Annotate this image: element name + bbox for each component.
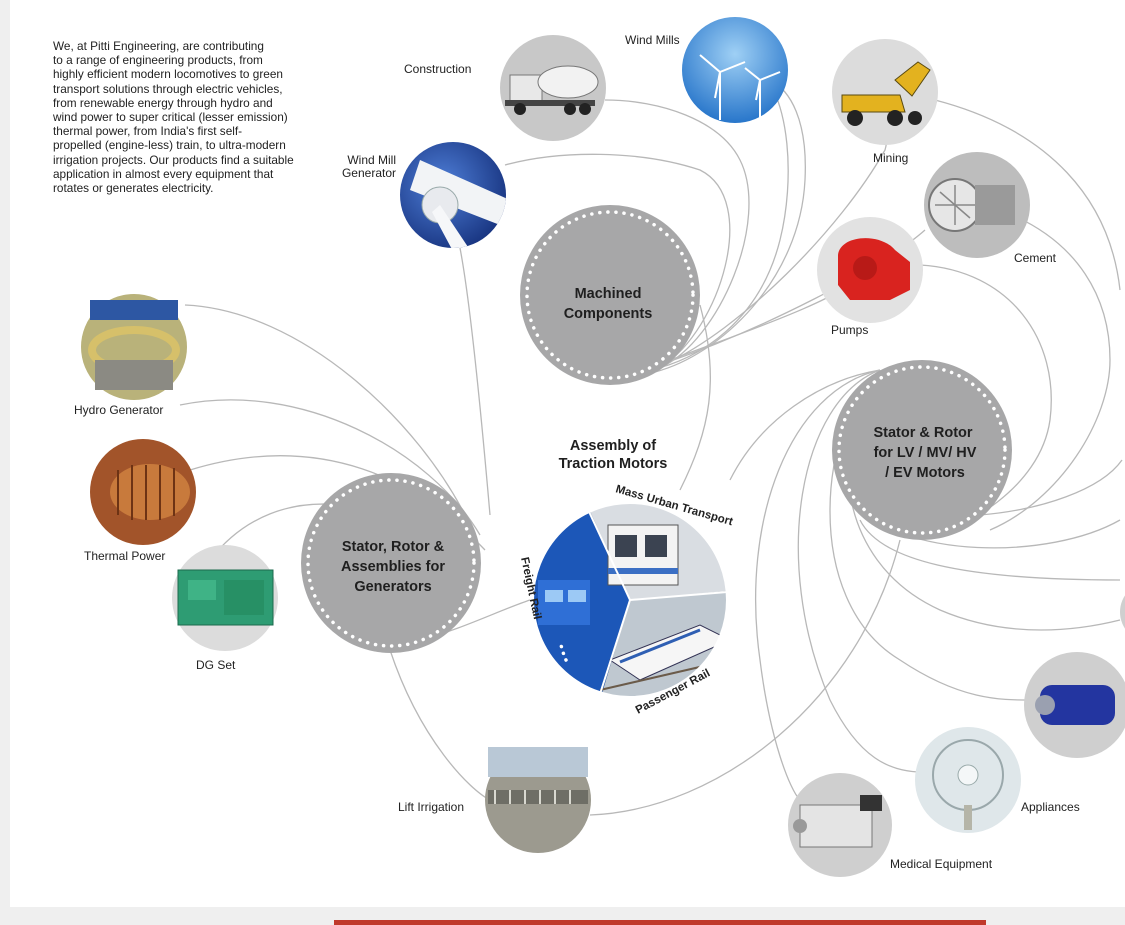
app-construction-image	[500, 35, 606, 141]
app-mining-image	[832, 39, 938, 145]
hub-stator-rotor-motors: Stator & Rotor for LV / MV/ HV / EV Moto…	[832, 360, 1012, 540]
hub-gen-line1: Stator, Rotor &	[342, 539, 445, 555]
hub-machined-line2: Components	[564, 306, 653, 322]
app-appliances-image	[915, 727, 1021, 833]
label-construction: Construction	[404, 62, 472, 76]
label-wind-mill-generator: Wind Mill Generator	[341, 153, 396, 180]
label-dg-set: DG Set	[196, 658, 236, 672]
app-hydro-generator-image	[81, 294, 187, 400]
label-cement: Cement	[1014, 251, 1057, 265]
app-cement-image	[924, 152, 1030, 258]
intro-paragraph: We, at Pitti Engineering, are contributi…	[53, 39, 294, 196]
app-wind-mill-generator-image	[400, 142, 506, 248]
label-thermal-power: Thermal Power	[84, 549, 166, 563]
hub-machined-components: Machined Components	[520, 205, 700, 385]
label-wind-mills: Wind Mills	[625, 33, 680, 47]
app-thermal-power-image	[90, 439, 196, 545]
hub-machined-line1: Machined	[575, 286, 642, 302]
label-lift-irrigation: Lift Irrigation	[398, 800, 465, 814]
hub-motor-line3: / EV Motors	[885, 465, 965, 481]
traction-motors-title: Assembly of Traction Motors	[558, 438, 668, 472]
hub-motor-line2: for LV / MV/ HV	[874, 445, 977, 461]
hub-gen-line2: Assemblies for	[341, 559, 445, 575]
bottom-accent-bar	[334, 920, 986, 925]
app-partial-right-image	[1120, 595, 1125, 629]
label-medical-equipment: Medical Equipment	[890, 857, 993, 871]
label-pumps: Pumps	[831, 323, 869, 337]
app-ev-motor-image	[1024, 652, 1125, 758]
label-hydro-generator: Hydro Generator	[74, 403, 164, 417]
hub-motor-line1: Stator & Rotor	[873, 425, 972, 441]
app-medical-equipment-image	[788, 773, 892, 877]
hub-stator-rotor-generators: Stator, Rotor & Assemblies for Generator…	[301, 473, 481, 653]
app-pumps-image	[817, 217, 923, 323]
label-mining: Mining	[873, 151, 909, 165]
label-appliances: Appliances	[1021, 800, 1080, 814]
app-dg-set-image	[172, 545, 278, 651]
hub-gen-line3: Generators	[354, 579, 431, 595]
app-wind-mills-image	[682, 17, 788, 123]
traction-motors-circle: Mass Urban Transport Freight Rail Passen…	[518, 483, 734, 716]
app-lift-irrigation-image	[485, 747, 591, 853]
